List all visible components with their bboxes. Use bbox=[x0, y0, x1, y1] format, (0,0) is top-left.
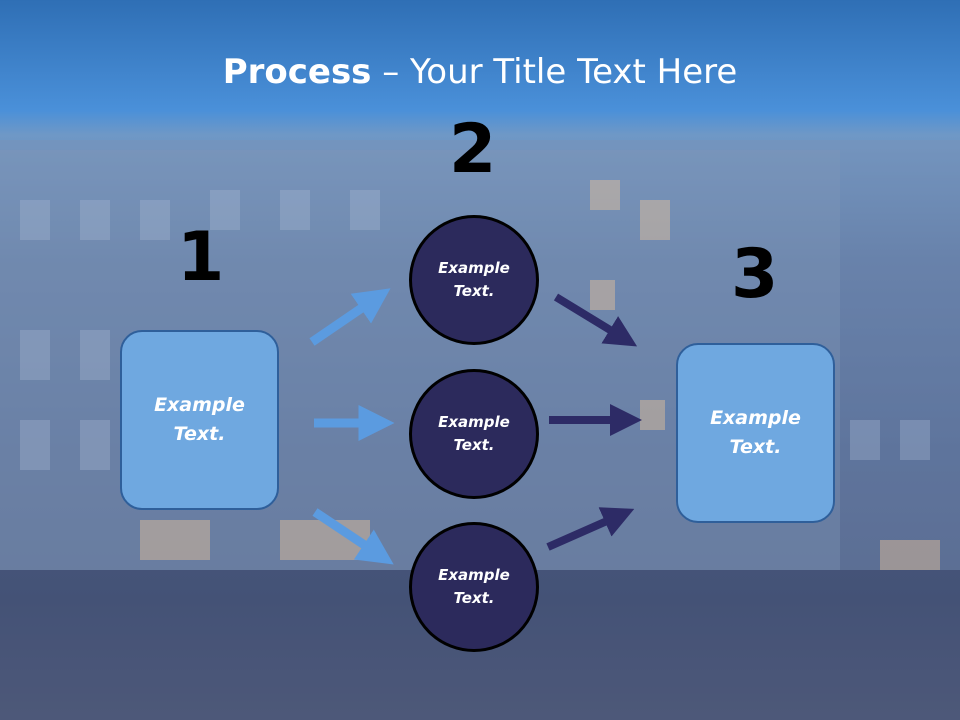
title-bold: Process bbox=[222, 52, 372, 92]
title-rest: – Your Title Text Here bbox=[371, 52, 738, 92]
arrow-left-to-bottom bbox=[312, 508, 394, 565]
arrow-left-to-top bbox=[309, 288, 391, 346]
circle-bottom: Example Text. bbox=[409, 522, 539, 652]
circle-middle: Example Text. bbox=[409, 369, 539, 499]
slide-title: Process – Your Title Text Here bbox=[0, 52, 960, 92]
circle-top: Example Text. bbox=[409, 215, 539, 345]
left-box-text: Example Text. bbox=[154, 394, 245, 445]
step-number-2: 2 bbox=[449, 110, 497, 189]
left-process-box: Example Text. bbox=[120, 330, 279, 510]
arrow-top-to-right bbox=[553, 293, 638, 347]
circle-bottom-text: Example Text. bbox=[438, 566, 510, 607]
right-box-text: Example Text. bbox=[710, 407, 801, 458]
circle-top-text: Example Text. bbox=[438, 259, 510, 300]
arrow-bottom-to-right bbox=[546, 507, 635, 551]
circle-middle-text: Example Text. bbox=[438, 413, 510, 454]
step-number-3: 3 bbox=[731, 235, 779, 314]
right-process-box: Example Text. bbox=[676, 343, 835, 523]
step-number-1: 1 bbox=[177, 218, 225, 297]
